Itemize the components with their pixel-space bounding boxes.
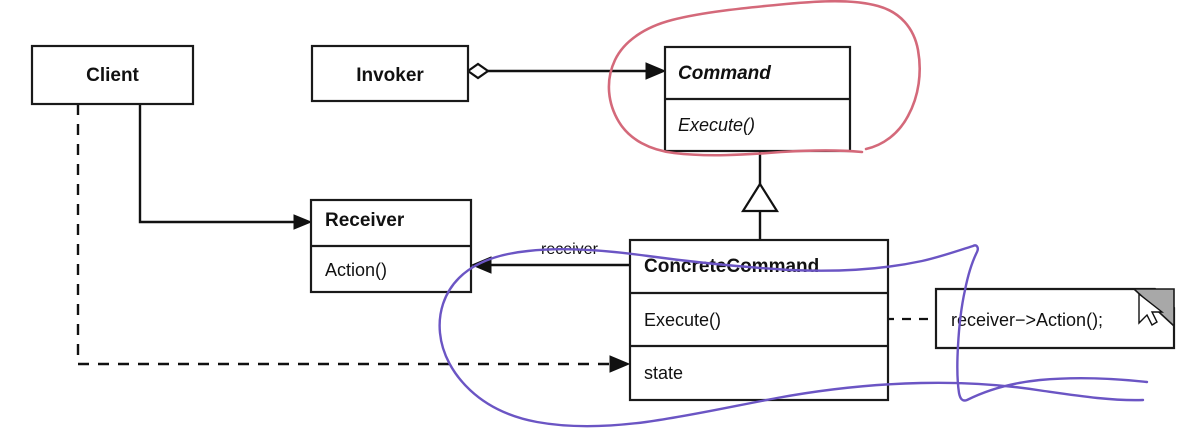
edge-client-to-concretecommand: [76, 104, 631, 373]
class-member-receiver-action: Action(): [325, 260, 387, 280]
edge-concretecommand-to-command: [741, 151, 779, 240]
annotation-purple-circle-concretecommand: [438, 244, 1149, 428]
class-box-concretecommand[interactable]: ConcreteCommand Execute() state: [628, 238, 890, 402]
annotation-red-circle-command: [607, 0, 921, 157]
class-name-command: Command: [678, 63, 771, 84]
class-box-command[interactable]: Command Execute(): [663, 45, 852, 153]
class-member-command-execute: Execute(): [678, 115, 755, 135]
class-name-client: Client: [86, 65, 139, 86]
note-text: receiver−>Action();: [951, 310, 1103, 330]
class-box-invoker[interactable]: Invoker: [310, 44, 470, 103]
class-box-receiver[interactable]: Receiver Action(): [309, 198, 473, 294]
class-name-invoker: Invoker: [356, 65, 424, 86]
class-member-concretecommand-execute: Execute(): [644, 310, 721, 330]
edge-invoker-to-command: [466, 62, 667, 80]
note-box-implementation[interactable]: receiver−>Action();: [934, 287, 1176, 350]
class-box-client[interactable]: Client: [30, 44, 195, 106]
edge-client-to-receiver: [138, 104, 313, 230]
edge-concretecommand-to-receiver: [470, 256, 632, 274]
class-member-concretecommand-state: state: [644, 363, 683, 383]
class-name-receiver: Receiver: [325, 210, 405, 231]
